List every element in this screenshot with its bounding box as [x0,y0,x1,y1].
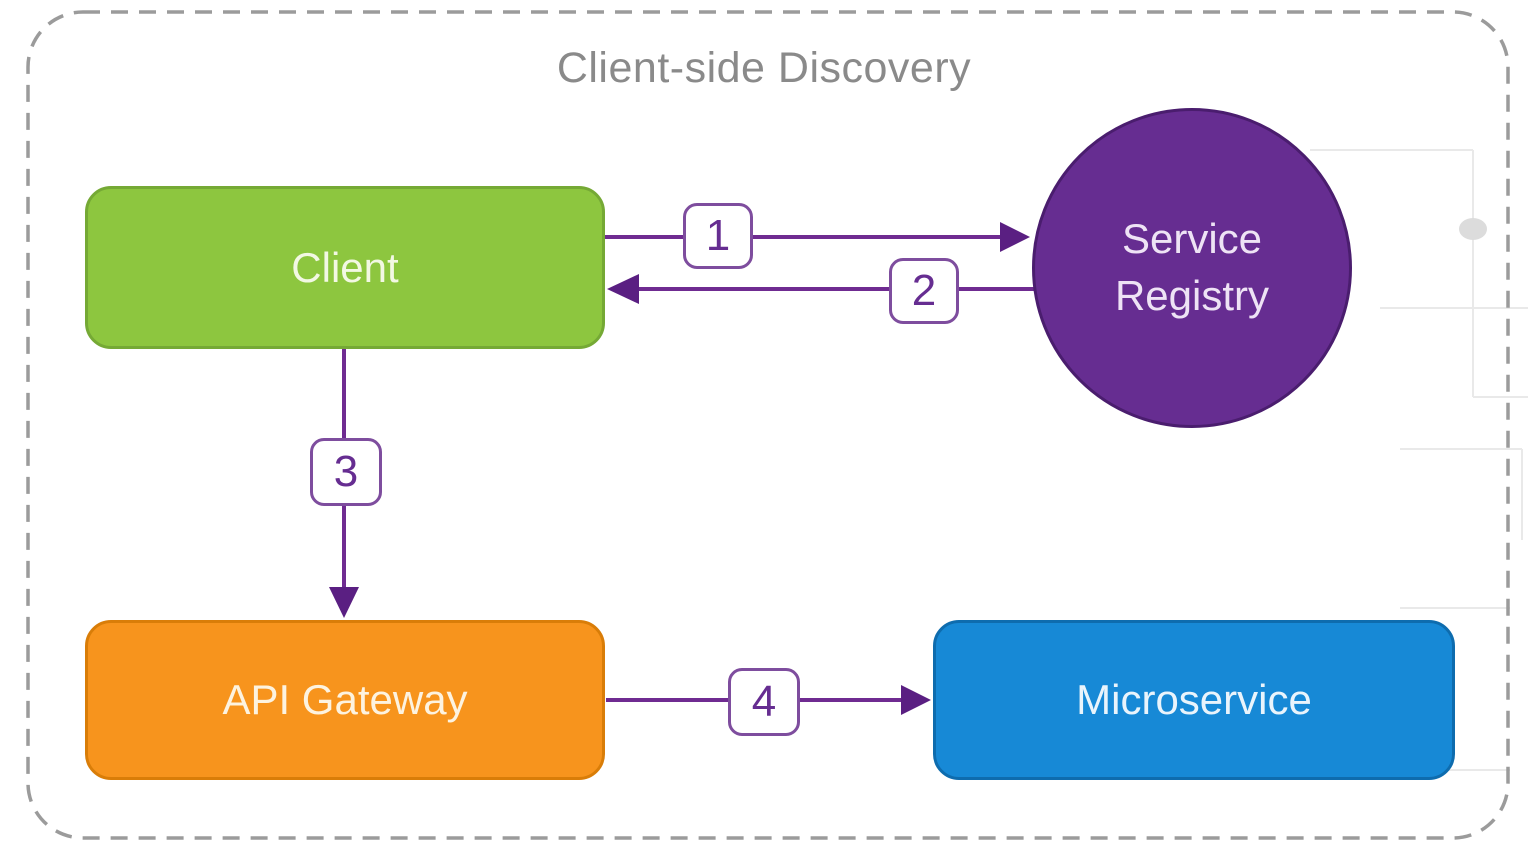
step-1-number: 1 [705,211,731,260]
step-1-badge: 1 [683,203,753,269]
node-client-label: Client [291,243,399,291]
step-4-number: 4 [751,677,777,726]
background-artifact-dot [1459,218,1487,240]
node-service-registry: Service Registry [1032,108,1352,428]
step-2-badge: 2 [889,258,959,324]
arrow-4-head-icon [901,685,931,715]
node-api-gateway-label: API Gateway [222,676,468,723]
dashed-frame [26,10,1510,840]
node-microservice: Microservice [933,620,1455,780]
step-3-number: 3 [333,447,359,496]
step-4-badge: 4 [728,668,800,736]
faded-background-artifacts [1310,149,1528,771]
arrow-3-head-icon [329,587,359,618]
arrow-2-head-icon [607,274,639,304]
step-3-badge: 3 [310,438,382,506]
node-service-registry-label: Service Registry [1114,215,1270,319]
step-2-number: 2 [911,266,937,315]
node-api-gateway: API Gateway [85,620,605,780]
node-client: Client [85,186,605,349]
diagram-title: Client-side Discovery [556,44,972,92]
node-microservice-label: Microservice [1076,676,1312,723]
arrow-registry-to-client [607,274,1036,304]
arrow-client-to-registry [605,222,1030,252]
arrow-1-head-icon [1000,222,1030,252]
